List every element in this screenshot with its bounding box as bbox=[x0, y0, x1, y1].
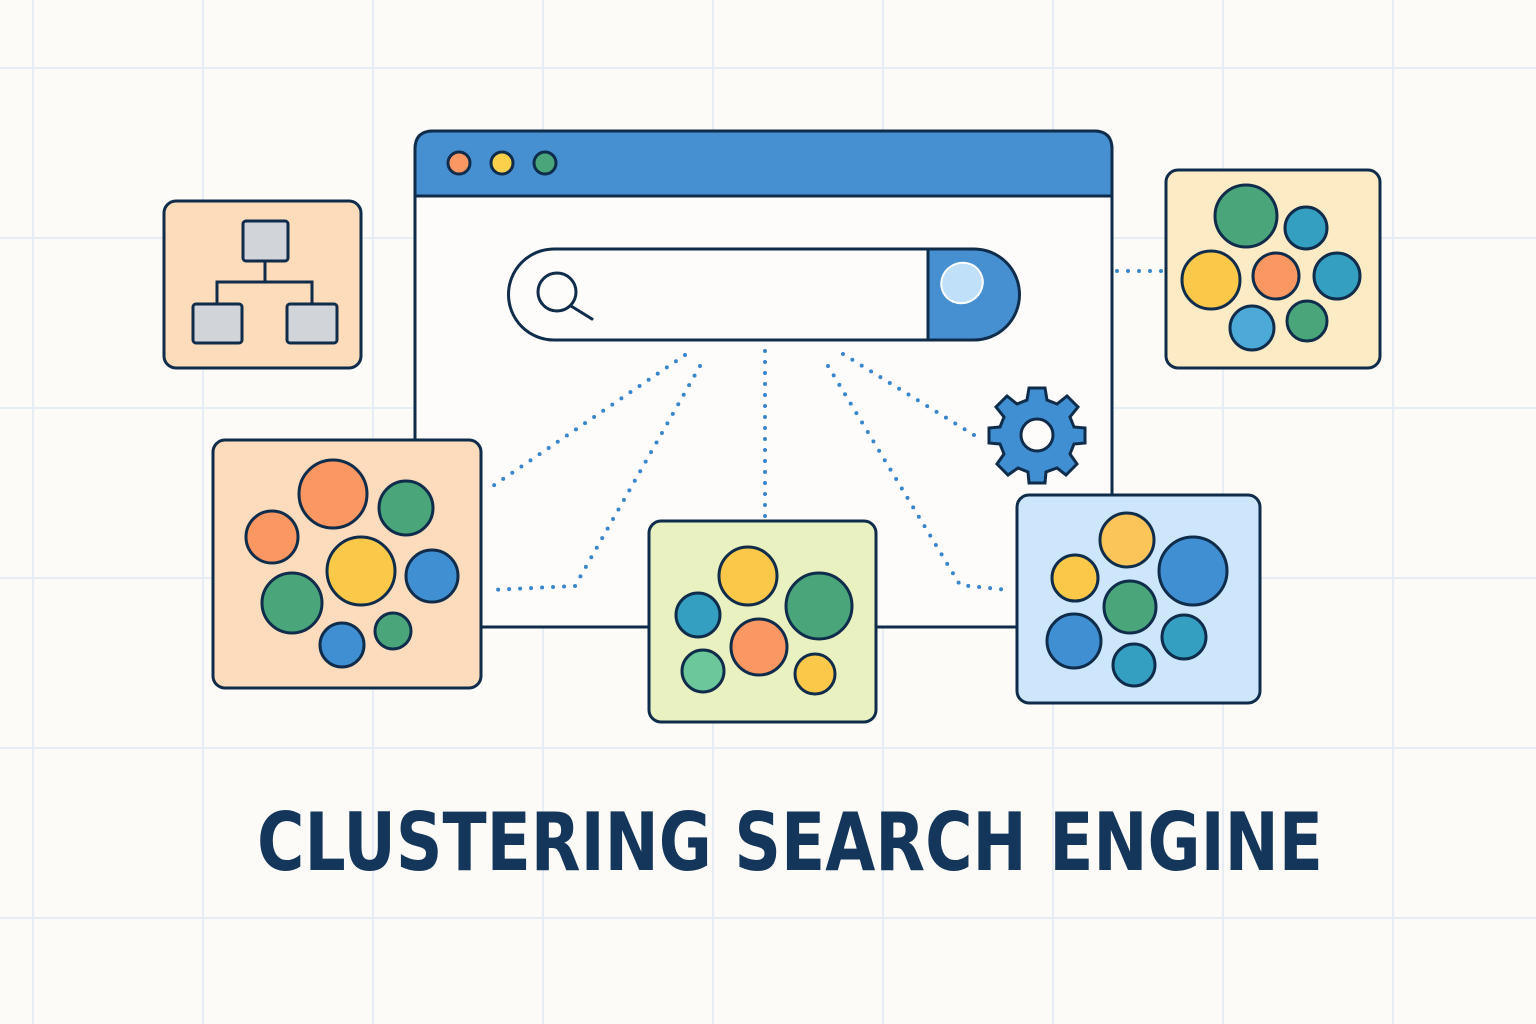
search-bar[interactable] bbox=[507, 247, 1021, 342]
cluster-points bbox=[244, 458, 460, 669]
page-title: CLUSTERING SEARCH ENGINE bbox=[257, 796, 1323, 889]
cluster-card-left bbox=[211, 438, 483, 690]
cluster-points bbox=[1180, 183, 1362, 352]
connector-lines bbox=[485, 269, 1165, 592]
cluster-card-right bbox=[1015, 493, 1262, 705]
window-maximize-dot[interactable] bbox=[532, 150, 558, 176]
cluster-card-middle bbox=[647, 519, 878, 724]
hierarchy-icon bbox=[191, 219, 339, 345]
search-icon bbox=[536, 271, 594, 321]
window-minimize-dot[interactable] bbox=[489, 150, 515, 176]
button-highlight bbox=[940, 261, 984, 305]
cluster-card-top-right bbox=[1164, 168, 1382, 370]
gear-icon bbox=[987, 386, 1087, 485]
window-close-dot[interactable] bbox=[446, 150, 472, 176]
cluster-points bbox=[674, 545, 854, 696]
cluster-points bbox=[1045, 511, 1229, 688]
hierarchy-card bbox=[162, 199, 363, 370]
